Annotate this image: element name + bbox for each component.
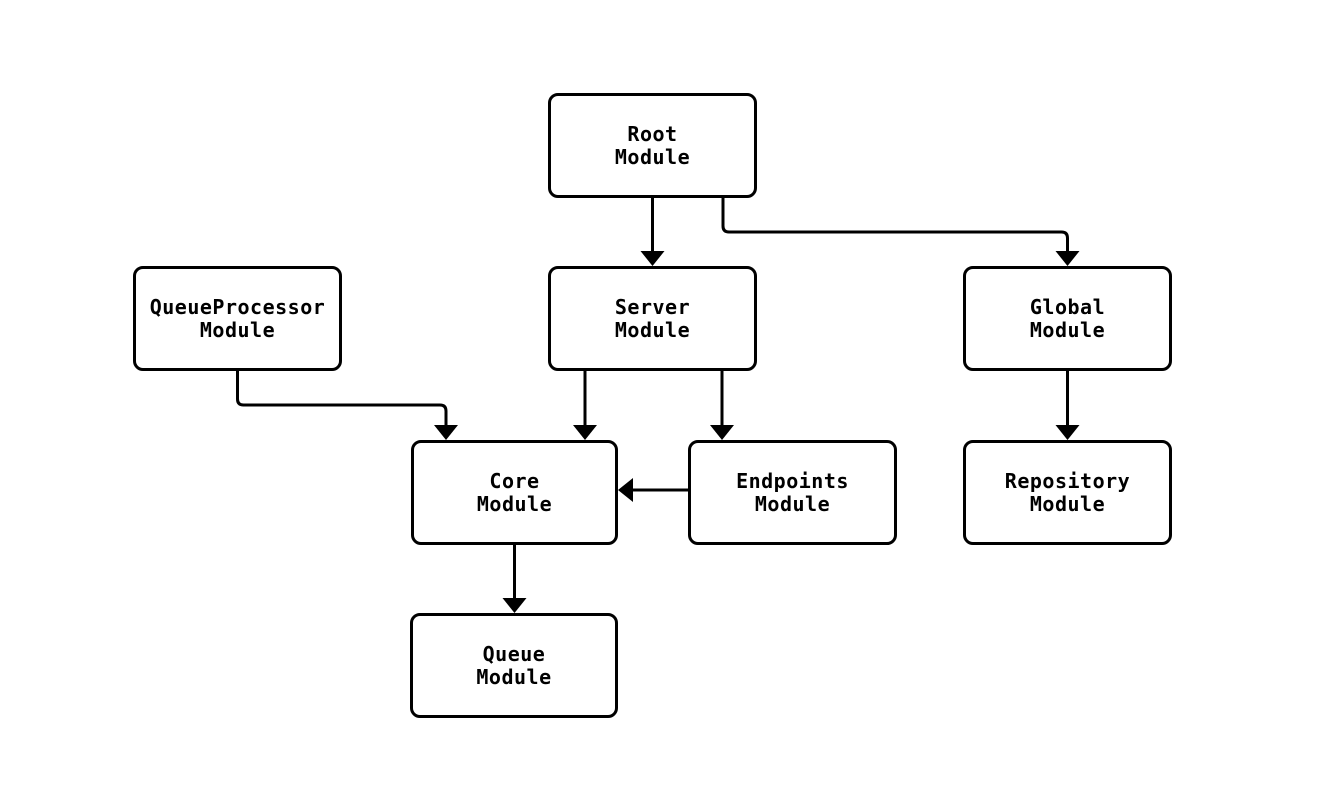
node-queueprocessor-module-label: QueueProcessor Module <box>149 294 326 342</box>
edge-endpoints-to-core <box>618 478 688 502</box>
arrowhead-down-icon <box>573 425 597 440</box>
node-queueprocessor-module: QueueProcessor Module <box>133 266 342 371</box>
arrowhead-down-icon <box>434 425 458 440</box>
node-repository-module: Repository Module <box>963 440 1172 545</box>
edge-core-to-queue <box>502 545 527 613</box>
edge-root-to-server <box>640 198 665 266</box>
node-global-module: Global Module <box>963 266 1172 371</box>
edge-line <box>721 198 1069 252</box>
node-queue-module-label: Queue Module <box>476 641 552 689</box>
edge-global-to-repository <box>1055 371 1080 440</box>
edge-root-to-global <box>721 198 1080 266</box>
node-endpoints-module: Endpoints Module <box>688 440 897 545</box>
node-core-module: Core Module <box>411 440 618 545</box>
node-core-module-label: Core Module <box>476 468 553 516</box>
edge-server-to-endpoints <box>710 371 734 440</box>
node-root-module: Root Module <box>548 93 757 198</box>
node-global-module-label: Global Module <box>1029 294 1106 342</box>
edge-line <box>236 371 448 426</box>
arrowhead-down-icon <box>502 598 527 613</box>
node-repository-module-label: Repository Module <box>1004 468 1131 516</box>
arrowhead-down-icon <box>710 425 734 440</box>
edge-server-to-core <box>573 371 597 440</box>
arrowhead-left-icon <box>618 478 633 502</box>
arrowhead-down-icon <box>640 251 665 266</box>
node-root-module-label: Root Module <box>614 121 691 169</box>
node-queue-module: Queue Module <box>410 613 618 718</box>
edge-queueprocessor-to-core <box>236 371 458 440</box>
node-server-module: Server Module <box>548 266 757 371</box>
arrowhead-down-icon <box>1055 251 1080 266</box>
arrowhead-down-icon <box>1055 425 1080 440</box>
node-endpoints-module-label: Endpoints Module <box>736 468 849 516</box>
node-server-module-label: Server Module <box>614 294 691 342</box>
